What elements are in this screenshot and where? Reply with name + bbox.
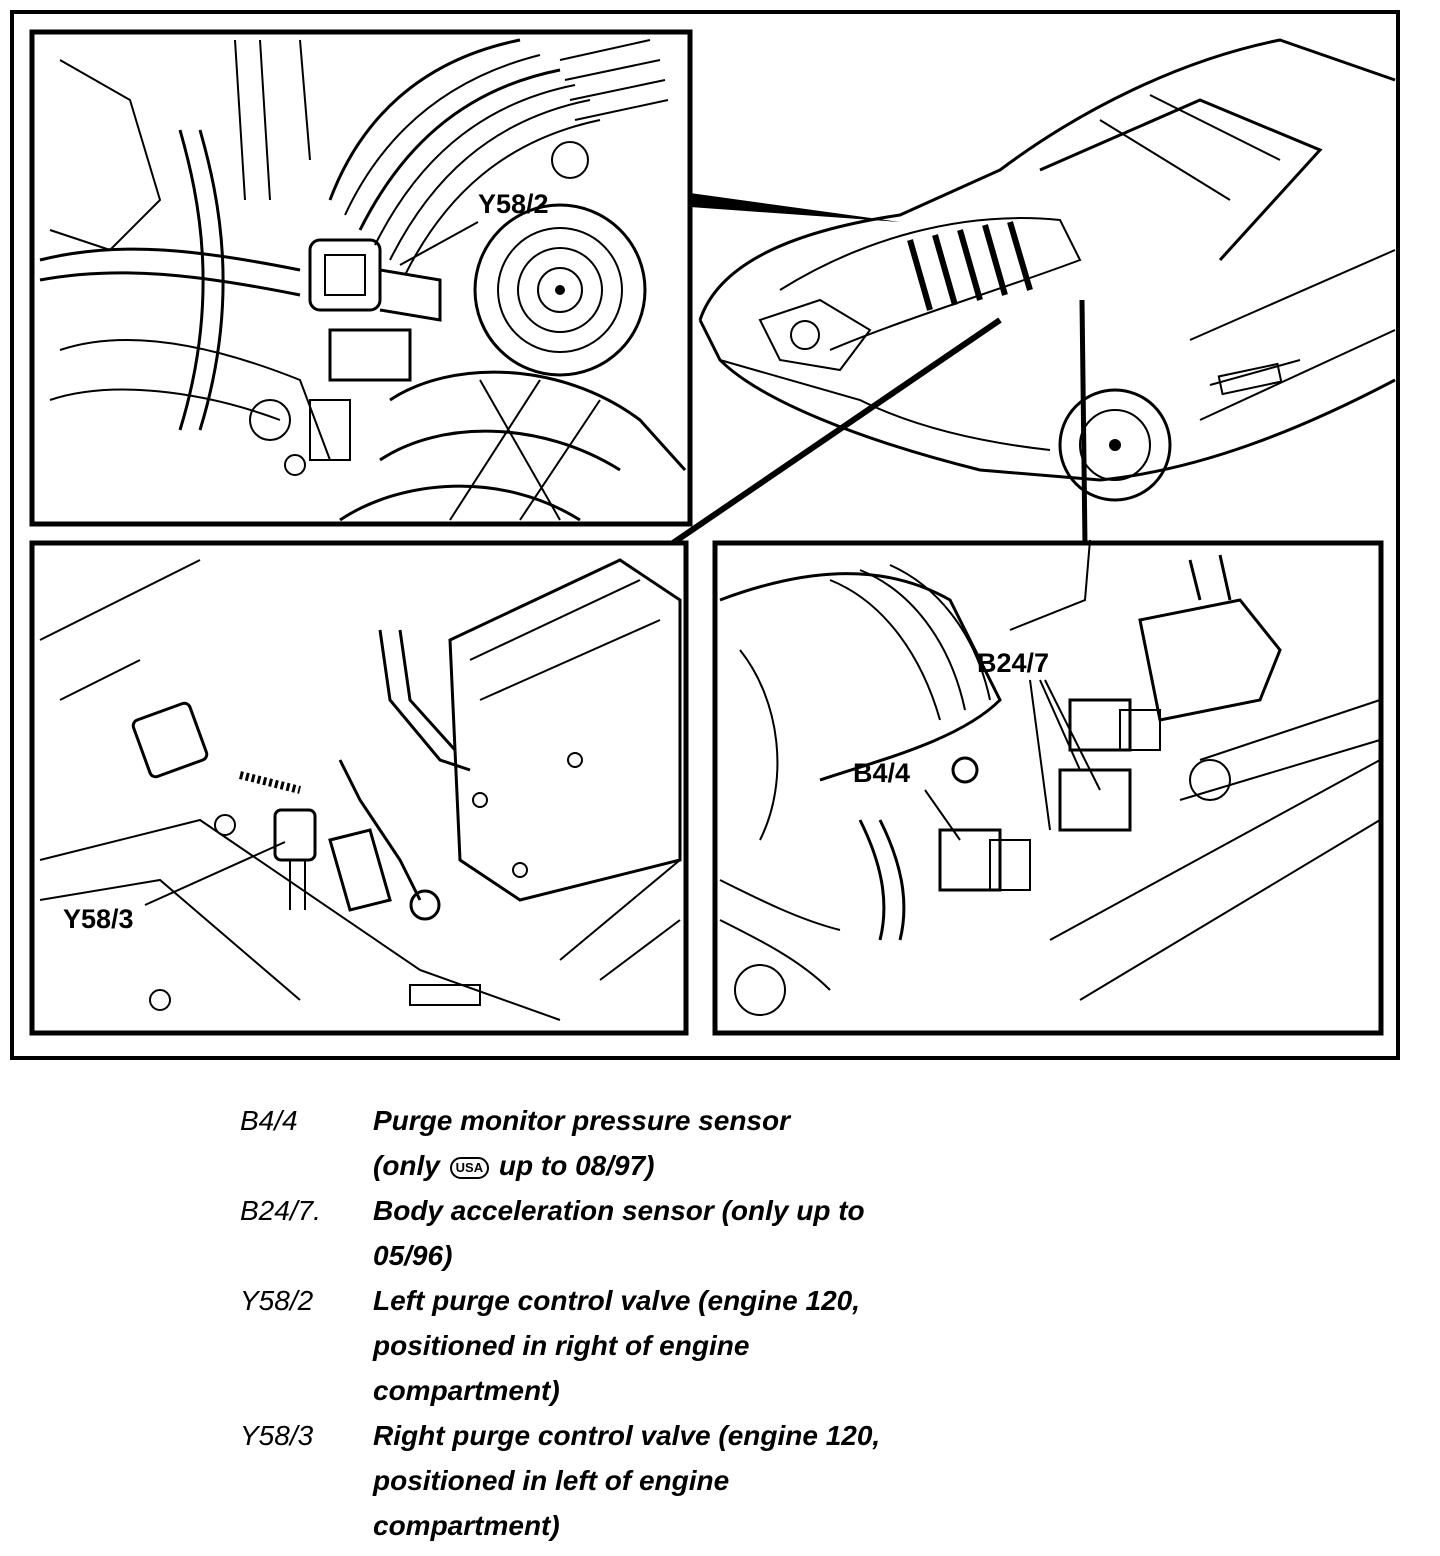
connector-bottom-right <box>1079 299 1088 546</box>
inset-top-left: Y58/2 <box>29 29 693 527</box>
legend-description: Body acceleration sensor (only up to 05/… <box>373 1195 865 1271</box>
connector-bottom-left <box>668 317 1002 548</box>
callout-y58-3: Y58/3 <box>63 904 134 934</box>
callout-b24-7: B24/7 <box>977 648 1049 678</box>
legend-row: B4/4 Purge monitor pressure sensor (only… <box>240 1098 940 1188</box>
legend-code: B24/7. <box>240 1195 321 1226</box>
legend-description: Left purge control valve (engine 120, po… <box>373 1285 861 1406</box>
callout-y58-2: Y58/2 <box>478 189 549 219</box>
legend-description: Purge monitor pressure sensor (only USA … <box>373 1098 893 1188</box>
legend-code: B4/4 <box>240 1105 298 1136</box>
usa-badge: USA <box>449 1156 490 1179</box>
inset-bottom-left: Y58/3 <box>29 540 689 1036</box>
connector-top-left <box>690 193 900 222</box>
legend-row: B24/7. Body acceleration sensor (only up… <box>240 1188 940 1278</box>
legend-code: Y58/2 <box>240 1285 314 1316</box>
legend-description: Right purge control valve (engine 120, p… <box>373 1420 881 1541</box>
engine-compartment-diagram: Y58/2 <box>10 10 1400 1060</box>
inset-bottom-right: B24/7 B4/4 <box>712 539 1384 1036</box>
car-overview <box>698 38 1396 502</box>
legend-description-line1: Purge monitor pressure sensor <box>373 1105 791 1136</box>
legend-row: Y58/3 Right purge control valve (engine … <box>240 1413 940 1548</box>
legend-row: Y58/2 Left purge control valve (engine 1… <box>240 1278 940 1413</box>
legend-code: Y58/3 <box>240 1420 314 1451</box>
legend-description-prefix: (only <box>373 1150 440 1181</box>
legend-description-suffix: up to 08/97) <box>498 1150 655 1181</box>
legend: B4/4 Purge monitor pressure sensor (only… <box>240 1098 940 1548</box>
callout-b4-4: B4/4 <box>853 758 910 788</box>
outer-frame <box>10 10 1400 1060</box>
